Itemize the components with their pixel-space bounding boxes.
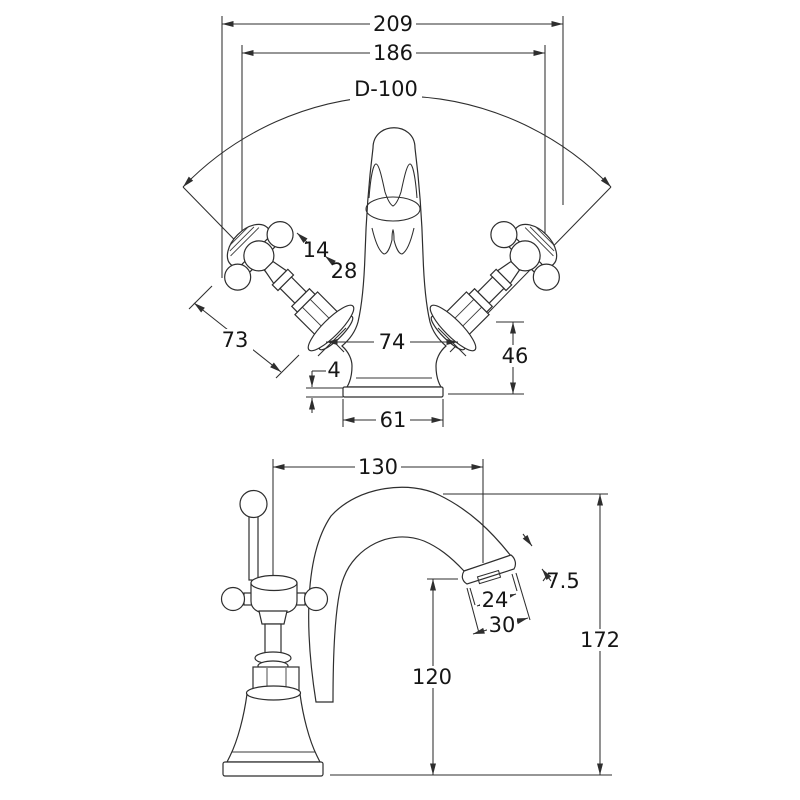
spout-tube-ellipse — [365, 196, 421, 222]
dim-spout-reach: 130 — [272, 455, 484, 576]
aerator — [476, 569, 502, 585]
dim-label: 7.5 — [546, 569, 579, 593]
dim-label: D-100 — [354, 77, 418, 101]
dim-spout-outlet-height: 120 — [409, 578, 458, 775]
spout-side-outline — [308, 486, 513, 703]
front-elevation-view: 209 186 D-100 14 28 — [182, 12, 612, 432]
spout-body-outline — [341, 127, 447, 388]
cross-knob — [532, 263, 560, 291]
side-elevation-view: 130 172 120 7.5 — [220, 455, 624, 777]
dim-knob-diameter: 14 — [296, 232, 330, 262]
dim-label: 172 — [580, 628, 620, 652]
cross-knob-side — [220, 586, 246, 612]
dim-handle-arc-diameter: D-100 — [350, 77, 422, 101]
dim-label: 130 — [358, 455, 398, 479]
dim-body-height: 46 — [448, 321, 531, 395]
dim-tail-centres: 74 — [317, 327, 467, 357]
dim-handle-length: 73 — [188, 285, 300, 379]
dim-label: 28 — [331, 259, 358, 283]
bell-collar — [245, 685, 302, 701]
pop-up-knob — [239, 489, 268, 519]
dim-label: 24 — [482, 588, 509, 612]
stem-side — [264, 623, 282, 657]
dim-label: 30 — [489, 613, 516, 637]
dim-base-width: 61 — [342, 399, 444, 432]
dim-aerator-width: 24 — [469, 573, 518, 612]
base-plate-side — [222, 761, 324, 777]
base-plate-front — [342, 386, 444, 398]
dim-overall-width: 209 — [222, 12, 563, 36]
pop-up-rod — [248, 511, 259, 581]
dim-label: 186 — [373, 41, 413, 65]
spout-tip-band — [461, 554, 517, 585]
mount-flange — [307, 304, 355, 352]
cross-knob — [266, 221, 294, 249]
spout-inner-lower-curve — [371, 227, 415, 255]
dim-label: 61 — [380, 408, 407, 432]
dim-label: 209 — [373, 12, 413, 36]
dim-handle-neck: 28 — [324, 255, 358, 283]
dim-spout-tip-thickness: 7.5 — [522, 533, 580, 593]
side-dimensions: 130 172 120 7.5 — [272, 455, 624, 775]
dim-overall-height: 172 — [443, 493, 624, 775]
dim-label: 120 — [412, 665, 452, 689]
handle-right — [429, 221, 560, 352]
front-dimensions: 209 186 D-100 14 28 — [188, 12, 563, 432]
faucet-side-outline — [220, 486, 612, 777]
cross-knob — [490, 221, 518, 249]
dim-handle-span: 186 — [242, 41, 545, 65]
dim-label: 14 — [303, 238, 330, 262]
stem-block — [258, 610, 288, 625]
dim-label: 4 — [327, 358, 340, 382]
dim-base-plate-thickness: 4 — [306, 358, 343, 413]
handle-cap-side — [250, 574, 298, 592]
dim-label: 74 — [379, 330, 406, 354]
cross-knob — [224, 263, 252, 291]
dim-spout-end-width: 30 — [466, 572, 531, 637]
mount-flange — [429, 304, 477, 352]
cross-knob-side — [303, 586, 329, 612]
spout-inner-upper-curve — [368, 163, 418, 207]
dim-label: 73 — [222, 328, 249, 352]
dim-label: 46 — [502, 344, 529, 368]
